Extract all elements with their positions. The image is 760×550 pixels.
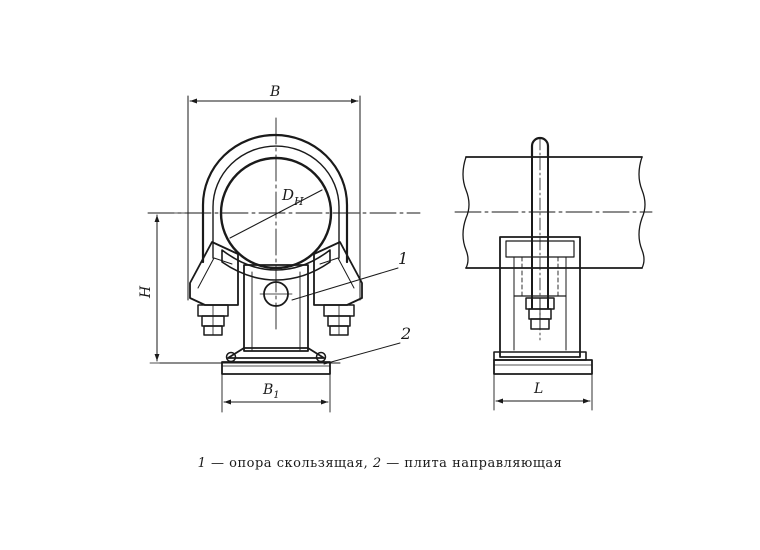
pipe-diameter-line xyxy=(229,189,323,239)
caption-text-2: — плита направляющая xyxy=(381,456,563,471)
dn-sub: H xyxy=(293,195,304,208)
callout-1-leader xyxy=(291,267,399,301)
pipe-break-right xyxy=(638,156,646,269)
caption-text-1: — опора скользящая, xyxy=(206,456,373,471)
b1-main: B xyxy=(262,382,273,398)
side-guide-plate xyxy=(493,359,593,375)
dim-h-label: H xyxy=(138,285,154,299)
pipe-circle xyxy=(219,156,333,270)
support-web xyxy=(243,264,309,352)
side-housing-outer xyxy=(499,236,581,358)
left-nut-stack xyxy=(197,304,229,336)
u-bolt-outer xyxy=(201,133,349,264)
caption-num-1: 1 xyxy=(197,456,207,471)
support-base xyxy=(227,347,325,359)
front-view: B DH xyxy=(138,84,421,413)
dim-l-label: L xyxy=(533,381,543,397)
dim-b-label: B xyxy=(269,84,280,100)
side-view: L xyxy=(454,136,653,411)
b1-sub: 1 xyxy=(273,390,279,401)
side-nut-stack xyxy=(525,297,555,330)
guide-plate xyxy=(221,361,331,375)
pipe-diameter-label: DH xyxy=(281,186,304,208)
pipe-break-left xyxy=(462,156,470,269)
right-ear-detail xyxy=(319,257,355,289)
side-base xyxy=(493,351,587,361)
callout-2-label: 2 xyxy=(400,324,411,343)
right-ear xyxy=(313,241,363,306)
dn-main: D xyxy=(281,186,294,204)
callout-2-leader xyxy=(323,342,401,365)
saddle-clamp xyxy=(221,249,331,281)
u-bolt-inner xyxy=(212,145,340,259)
right-nut-stack xyxy=(323,304,355,336)
side-housing-upper xyxy=(505,240,575,258)
dim-b1-label: B1 xyxy=(262,382,280,401)
callout-1-label: 1 xyxy=(398,249,408,268)
left-ear-detail xyxy=(197,257,233,289)
figure-caption: 1 — опора скользящая, 2 — плита направля… xyxy=(0,456,760,471)
left-ear xyxy=(189,241,239,306)
caption-num-2: 2 xyxy=(372,456,382,471)
